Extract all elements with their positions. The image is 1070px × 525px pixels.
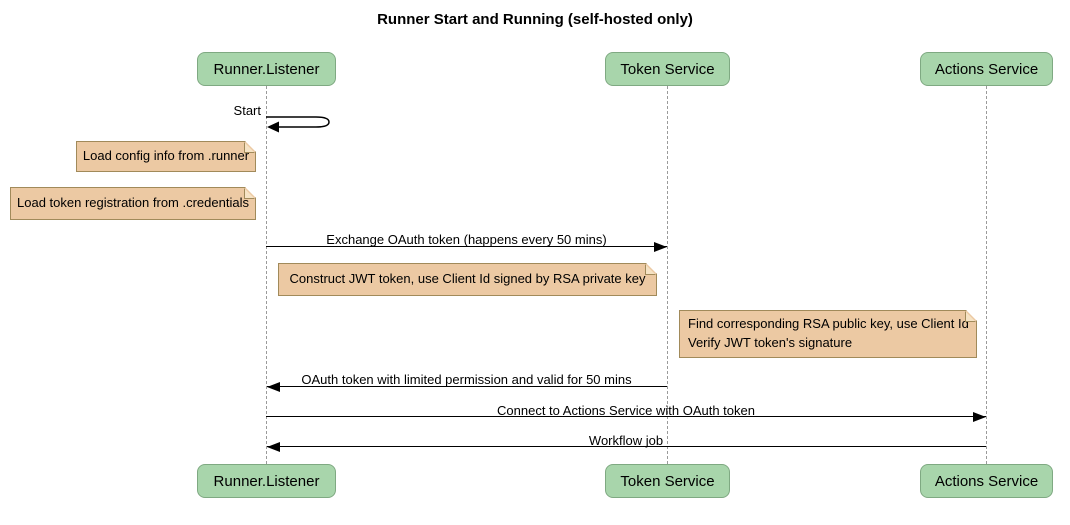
arrowhead-right-icon bbox=[654, 242, 667, 252]
message-exchange-oauth-label: Exchange OAuth token (happens every 50 m… bbox=[326, 232, 607, 247]
note-text: Load token registration from .credential… bbox=[17, 195, 249, 211]
note-text: Find corresponding RSA public key, use C… bbox=[688, 316, 969, 332]
participant-label: Token Service bbox=[620, 472, 715, 490]
message-oauth-token-label: OAuth token with limited permission and … bbox=[301, 372, 632, 387]
arrowhead-left-icon bbox=[267, 382, 280, 392]
self-message-loop-icon bbox=[266, 116, 330, 133]
note-text: Verify JWT token's signature bbox=[688, 335, 853, 350]
note-load-config: Load config info from .runner bbox=[76, 141, 256, 172]
note-verify-jwt: Find corresponding RSA public key, use C… bbox=[679, 310, 977, 358]
message-workflow-job-label: Workflow job bbox=[588, 433, 664, 448]
note-fold-icon bbox=[244, 142, 255, 153]
participant-actions-service-top: Actions Service bbox=[920, 52, 1053, 86]
participant-runner-listener-bottom: Runner.Listener bbox=[197, 464, 336, 498]
arrowhead-left-icon bbox=[267, 442, 280, 452]
message-exchange-oauth-line bbox=[266, 246, 667, 247]
note-load-token-registration: Load token registration from .credential… bbox=[10, 187, 256, 220]
participant-token-service-bottom: Token Service bbox=[605, 464, 730, 498]
lifeline-actions-service bbox=[986, 86, 987, 464]
message-connect-actions-label: Connect to Actions Service with OAuth to… bbox=[497, 403, 755, 418]
participant-runner-listener-top: Runner.Listener bbox=[197, 52, 336, 86]
note-text: Load config info from .runner bbox=[82, 148, 250, 164]
lifeline-token-service bbox=[667, 86, 668, 464]
participant-label: Runner.Listener bbox=[213, 472, 320, 490]
message-connect-actions-line bbox=[266, 416, 986, 417]
note-fold-icon bbox=[244, 188, 255, 199]
participant-label: Runner.Listener bbox=[213, 60, 320, 78]
note-text: Construct JWT token, use Client Id signe… bbox=[289, 271, 646, 287]
participant-label: Token Service bbox=[620, 60, 715, 78]
participant-token-service-top: Token Service bbox=[605, 52, 730, 86]
participant-label: Actions Service bbox=[934, 472, 1039, 490]
lifeline-runner-listener bbox=[266, 86, 267, 464]
message-oauth-token-line bbox=[267, 386, 667, 387]
diagram-title: Runner Start and Running (self-hosted on… bbox=[377, 11, 693, 28]
note-fold-icon bbox=[965, 311, 976, 322]
message-start-label: Start bbox=[233, 103, 261, 118]
arrowhead-right-icon bbox=[973, 412, 986, 422]
participant-actions-service-bottom: Actions Service bbox=[920, 464, 1053, 498]
note-construct-jwt: Construct JWT token, use Client Id signe… bbox=[278, 263, 657, 296]
note-fold-icon bbox=[645, 264, 656, 275]
message-workflow-job-line bbox=[267, 446, 986, 447]
participant-label: Actions Service bbox=[934, 60, 1039, 78]
